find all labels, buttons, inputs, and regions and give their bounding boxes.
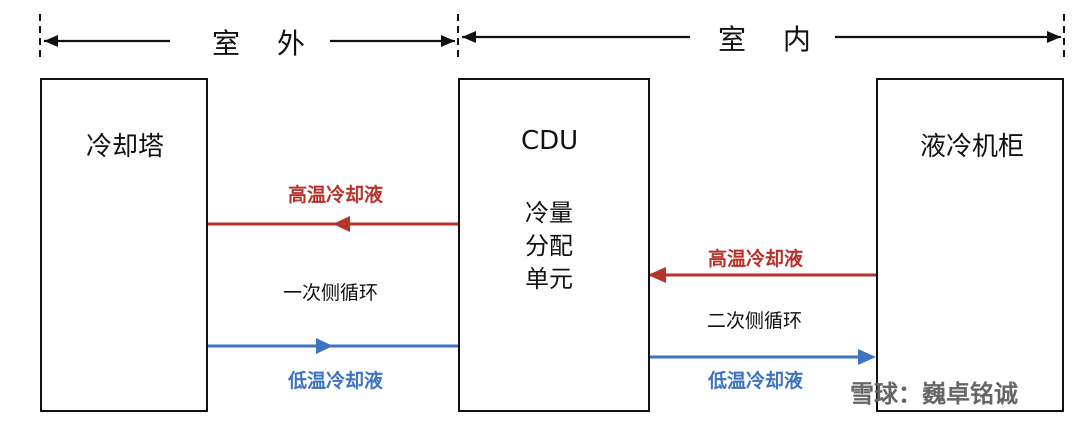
cdu-desc-line-2: 分配 [525,232,573,260]
indoor-arrowhead-right [1047,31,1061,43]
secondary-hot-arrowhead [648,267,666,283]
secondary-cold-arrowhead [858,349,876,365]
watermark-text: 雪球：巍卓铭诚 [850,380,1018,408]
secondary-cold-label: 低温冷却液 [708,370,804,392]
outdoor-arrowhead-right [441,35,455,47]
indoor-arrowhead-left [462,31,476,43]
indoor-zone-label: 室 内 [712,18,831,58]
primary-cold-arrowhead [316,338,333,354]
primary-cold-label: 低温冷却液 [288,370,384,392]
cdu-desc-line-3: 单元 [525,265,573,293]
cdu-desc-line-1: 冷量 [525,199,573,227]
primary-hot-arrowhead [333,216,350,232]
cooling-tower-box: 冷却塔 [40,78,208,412]
outdoor-arrowhead-left [44,35,58,47]
cdu-title: CDU [521,126,579,156]
primary-loop-label: 一次侧循环 [283,282,379,304]
secondary-loop-label: 二次侧循环 [707,310,803,332]
outdoor-zone-label: 室 外 [206,22,325,62]
liquid-cooling-cabinet-box: 液冷机柜 [876,78,1064,412]
cooling-tower-label: 冷却塔 [86,132,165,162]
secondary-hot-label: 高温冷却液 [708,248,804,270]
primary-hot-label: 高温冷却液 [288,184,384,206]
cabinet-label: 液冷机柜 [920,132,1025,162]
cdu-box: CDU 冷量 分配 单元 [458,78,650,412]
